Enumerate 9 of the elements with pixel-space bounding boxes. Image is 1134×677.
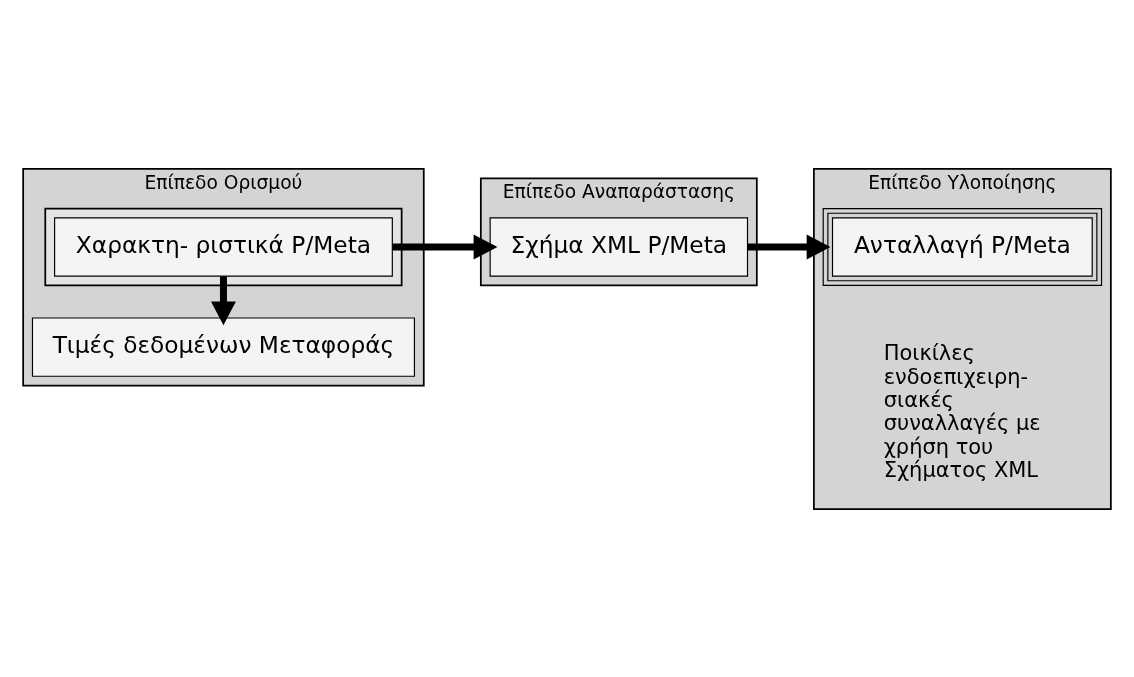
label: Ποικίλες ενδοεπιχειρη- σιακές συναλλαγές με χρήση του Σχήματος XML <box>883 340 1041 482</box>
cluster <box>44 207 403 286</box>
node-box: Χαρακτη- ριστικά P/Meta <box>54 216 393 277</box>
arrow <box>392 234 498 259</box>
node-box: Σχήμα XML P/Meta <box>489 216 749 277</box>
node-box: Ανταλλαγή P/Meta <box>822 207 1103 286</box>
arrow <box>210 275 236 325</box>
arrow <box>747 234 831 259</box>
node-box: Τιμές δεδομένων Μεταφοράς <box>31 316 415 377</box>
